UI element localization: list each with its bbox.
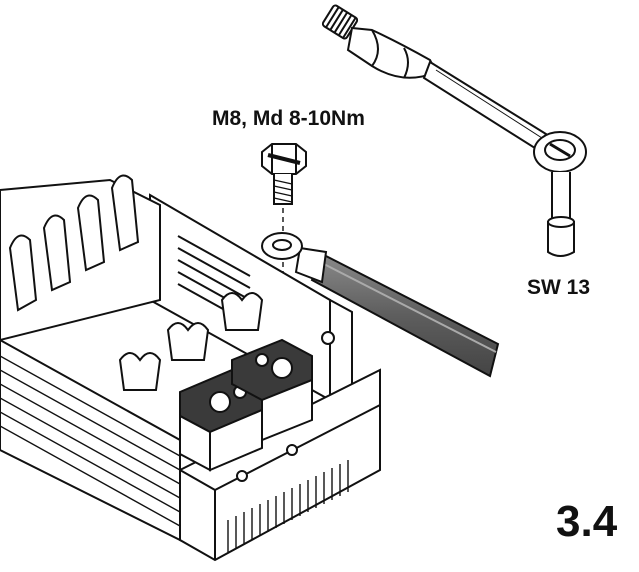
terminal-block-right: [231, 338, 313, 442]
bolt-icon: [261, 143, 307, 360]
socket-wrench-icon: [321, 4, 587, 257]
device-housing: [0, 174, 381, 562]
cable-lug-icon: [261, 232, 500, 378]
wrench-size-label: SW 13: [527, 276, 591, 299]
section-number: 3.4: [556, 497, 618, 546]
bolt-spec-label: M8, Md 8-10Nm: [212, 107, 365, 130]
spring-clip-icon: [118, 292, 264, 391]
